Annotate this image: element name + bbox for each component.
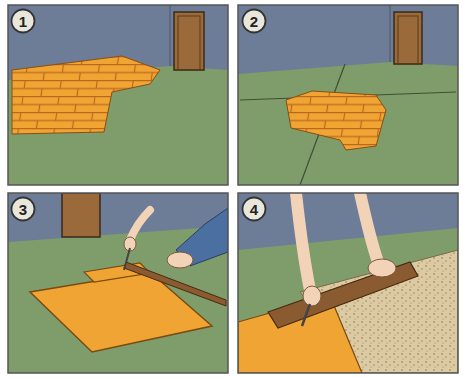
callout-circle: 3 <box>10 196 36 222</box>
panel-two <box>238 5 458 185</box>
panel-three <box>8 193 228 373</box>
callout-number: 3 <box>19 202 27 217</box>
callout-circle: 1 <box>10 8 36 34</box>
callout-number: 1 <box>19 14 27 29</box>
callout-circle: 4 <box>241 196 267 222</box>
panel-one <box>8 5 228 185</box>
callout-circle: 2 <box>241 8 267 34</box>
callout-number: 2 <box>250 14 258 29</box>
panel-four <box>238 193 458 373</box>
callout-number: 4 <box>250 202 258 217</box>
